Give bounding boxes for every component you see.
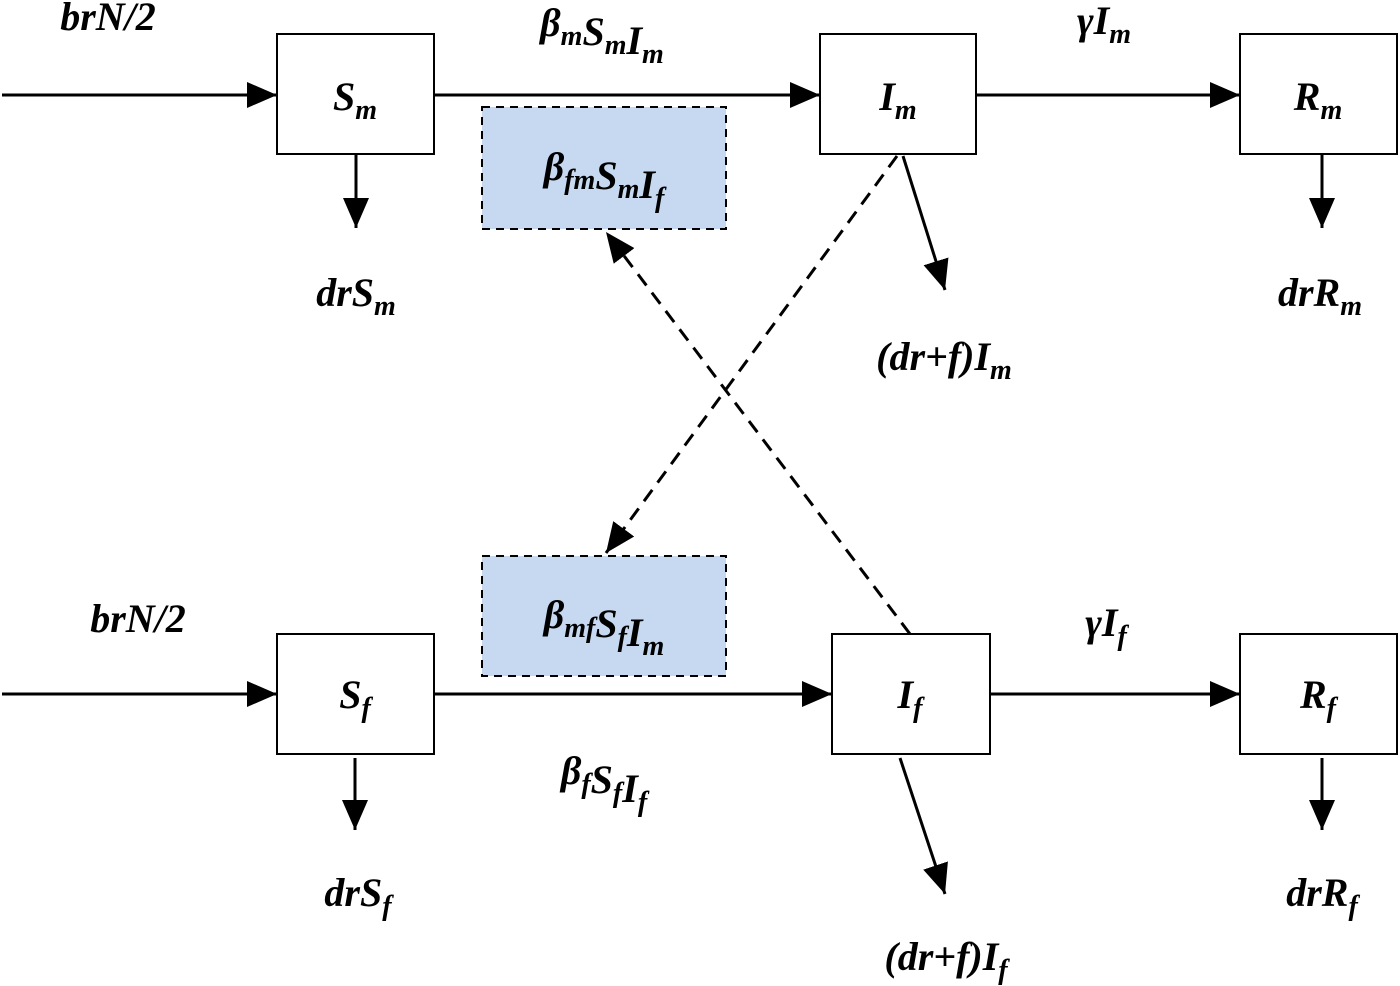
flow-label-infection-m: βmSmIm xyxy=(538,0,664,70)
compartment-box-Rf xyxy=(1239,633,1398,755)
flow-label-birth-m: brN/2 xyxy=(60,0,156,39)
compartment-label-Rf: Rf xyxy=(1299,672,1339,724)
compartment-box-Rm xyxy=(1239,33,1398,155)
flow-label-death-Sf: drSf xyxy=(324,870,394,922)
compartment-label-Rm: Rm xyxy=(1293,74,1342,126)
flow-label-infection-f: βfSfIf xyxy=(559,748,650,818)
compartment-label-Im: Im xyxy=(878,74,916,126)
flow-label-recovery-m: γIm xyxy=(1077,0,1131,50)
arrow-death-Im xyxy=(901,155,949,291)
cross-transmission-box-mf xyxy=(481,555,727,677)
flow-label-death-Rf: drRf xyxy=(1286,870,1360,922)
cross-transmission-label-mf: βmfSfIm xyxy=(542,592,665,662)
cross-transmission-box-fm xyxy=(481,106,727,230)
compartment-box-Sm xyxy=(276,33,435,155)
compartment-label-Sf: Sf xyxy=(339,672,373,724)
dashed-arrow-If-to-fm xyxy=(604,231,912,635)
flow-label-death-Im: (dr+f)Im xyxy=(876,334,1012,386)
flow-label-birth-f: brN/2 xyxy=(90,596,186,641)
cross-transmission-label-fm: βfmSmIf xyxy=(542,144,667,214)
dashed-arrow-Im-to-mf xyxy=(604,155,899,554)
flow-label-recovery-f: γIf xyxy=(1085,600,1129,652)
compartment-label-Sm: Sm xyxy=(333,74,377,126)
flow-label-death-Rm: drRm xyxy=(1278,270,1362,322)
flow-label-death-If: (dr+f)If xyxy=(884,934,1010,986)
flow-label-death-Sm: drSm xyxy=(316,270,396,322)
compartment-label-If: If xyxy=(897,672,926,724)
compartment-box-Im xyxy=(819,33,977,155)
arrow-death-If xyxy=(898,757,948,895)
